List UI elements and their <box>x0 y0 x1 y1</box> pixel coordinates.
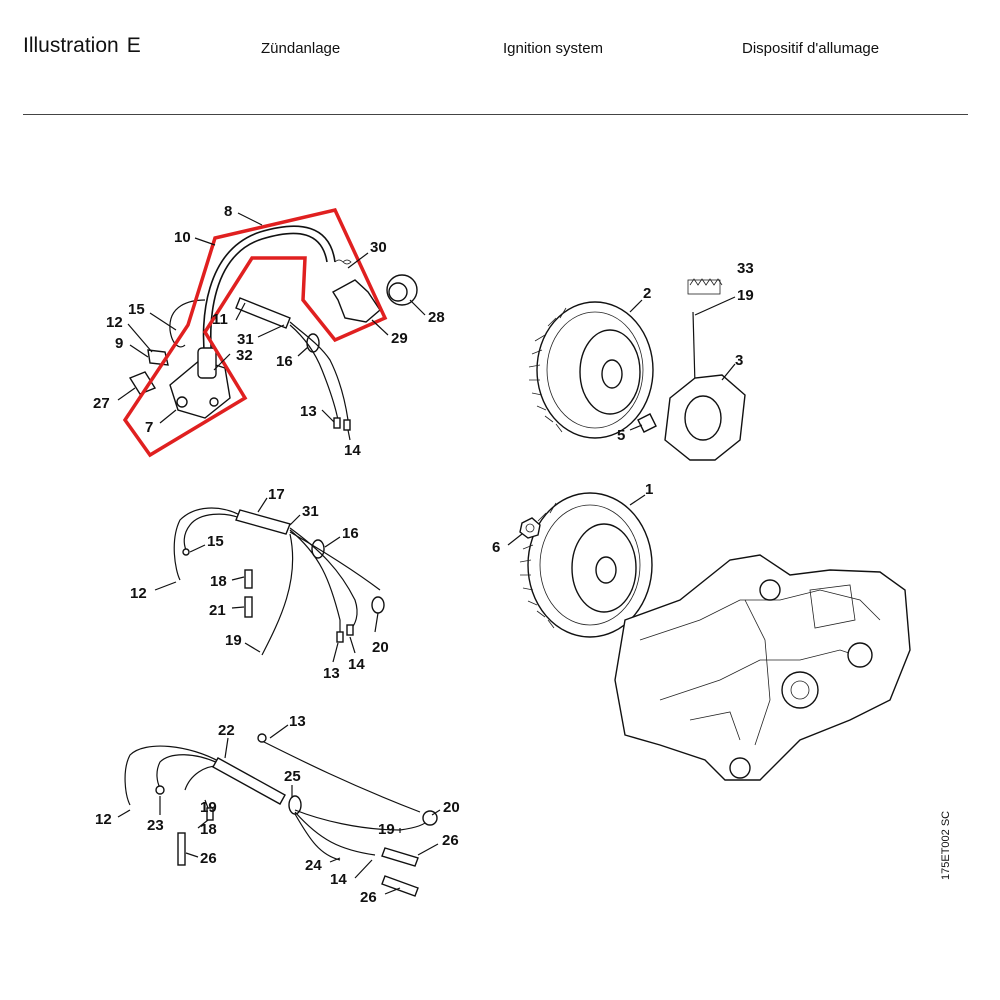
callout-14c: 14 <box>348 656 365 673</box>
callout-12d: 12 <box>95 811 112 828</box>
crankcase-drawing <box>614 554 911 781</box>
illustration-title-word: Illustration <box>23 34 119 57</box>
callout-28: 28 <box>428 309 445 326</box>
callout-13: 13 <box>300 403 317 420</box>
flywheel-2 <box>528 301 654 439</box>
spring-33 <box>689 278 723 286</box>
callout-15: 15 <box>128 301 145 318</box>
callout-17: 17 <box>268 486 285 503</box>
highlight-outline <box>122 207 388 458</box>
illustration-letter: E <box>126 34 141 57</box>
callout-26b: 26 <box>442 832 459 849</box>
callout-3: 3 <box>735 352 743 369</box>
callout-18d: 18 <box>200 821 217 838</box>
callout-14: 14 <box>344 442 361 459</box>
screw-27 <box>128 371 157 395</box>
callout-25: 25 <box>284 768 301 785</box>
callout-18: 18 <box>210 573 227 590</box>
callout-19c: 19 <box>225 632 242 649</box>
drawing-code: 175ET002 SC <box>940 810 952 880</box>
callout-2: 2 <box>643 285 651 302</box>
callout-14d: 14 <box>330 871 347 888</box>
ignition-coil-group: 8 10 30 15 11 28 12 31 29 9 32 16 27 7 1… <box>93 203 445 459</box>
callout-33: 33 <box>737 260 754 277</box>
spring-30 <box>334 259 352 265</box>
hose-22 <box>212 757 286 805</box>
callout-31: 31 <box>237 331 254 348</box>
hose-31b <box>235 509 291 535</box>
callout-22: 22 <box>218 722 235 739</box>
flywheel-group: 33 2 19 3 5 1 6 <box>492 260 754 638</box>
callout-19b: 19 <box>737 287 754 304</box>
callout-9: 9 <box>115 335 123 352</box>
callout-12: 12 <box>106 314 123 331</box>
callout-26a: 26 <box>200 850 217 867</box>
short-circuit-wire <box>169 299 206 348</box>
callout-30: 30 <box>370 239 387 256</box>
wiring-harness-a: 17 31 16 15 18 12 21 19 20 13 14 <box>130 486 389 682</box>
callout-7: 7 <box>145 419 153 436</box>
spark-plug-boot <box>332 279 381 323</box>
illustration-title: Illustration E <box>23 34 141 58</box>
callout-32: 32 <box>236 347 253 364</box>
callout-26c: 26 <box>360 889 377 906</box>
callout-27: 27 <box>93 395 110 412</box>
callout-19d: 19 <box>200 799 217 816</box>
pawl-19 <box>692 311 696 386</box>
callout-21: 21 <box>209 602 226 619</box>
screw-5 <box>637 413 657 433</box>
header-english: Ignition system <box>503 40 604 57</box>
callout-1: 1 <box>645 481 653 498</box>
callout-16c: 16 <box>342 525 359 542</box>
callout-29: 29 <box>391 330 408 347</box>
pin-26c <box>381 875 419 897</box>
callout-13c: 13 <box>323 665 340 682</box>
callout-8: 8 <box>224 203 232 220</box>
callout-10: 10 <box>174 229 191 246</box>
callout-11: 11 <box>212 311 228 328</box>
grommet-16 <box>306 333 320 353</box>
callout-13d: 13 <box>289 713 306 730</box>
header-german: Zündanlage <box>261 40 341 57</box>
callout-16: 16 <box>276 353 293 370</box>
callout-19e: 19 <box>378 821 395 838</box>
callout-20d: 20 <box>443 799 460 816</box>
callout-5: 5 <box>617 427 625 444</box>
callout-23: 23 <box>147 817 164 834</box>
callout-20: 20 <box>372 639 389 656</box>
header-divider <box>23 114 968 115</box>
pin-26a <box>177 832 186 866</box>
hose-31 <box>235 297 291 329</box>
callout-24: 24 <box>305 857 322 874</box>
nut-6 <box>519 517 541 539</box>
callout-12c: 12 <box>130 585 147 602</box>
flywheel-1 <box>519 492 653 638</box>
pin-26b <box>381 847 419 867</box>
callout-6: 6 <box>492 539 500 556</box>
wiring-harness-b: 22 13 25 20 12 23 19 18 19 26 24 26 14 2… <box>95 713 460 906</box>
header-french: Dispositif d'allumage <box>742 40 880 57</box>
callout-15c: 15 <box>207 533 224 550</box>
ht-lead <box>202 225 336 361</box>
callout-31c: 31 <box>302 503 319 520</box>
